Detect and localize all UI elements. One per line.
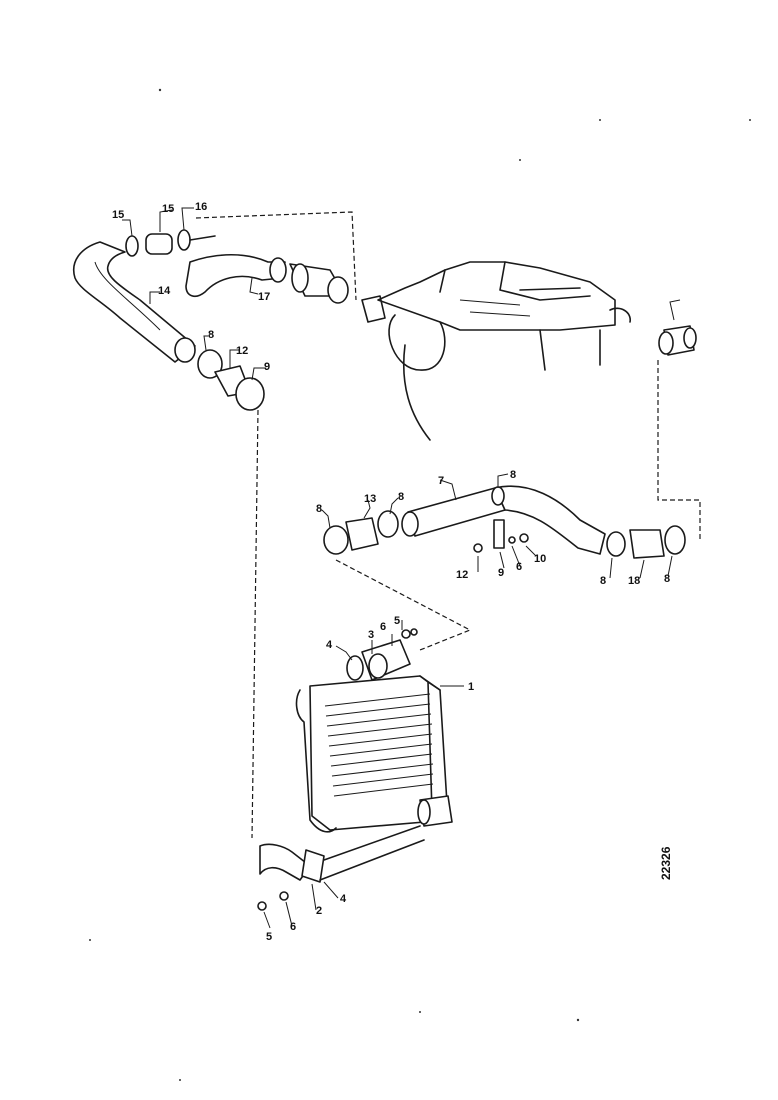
callout-17: 18 [628, 575, 640, 587]
callout-15: 16 [195, 201, 207, 213]
hose-16 [185, 254, 349, 304]
intercooler-1 [295, 675, 453, 833]
callout-4: 4 [340, 893, 347, 905]
scan-noise [89, 88, 751, 1081]
callout-8: 8 [600, 575, 606, 587]
callout-14: 15 [162, 203, 174, 215]
callout-6: 6 [290, 921, 296, 933]
callout-9: 9 [498, 567, 504, 579]
assembly-lines [195, 211, 701, 839]
callout-7: 7 [438, 475, 444, 487]
callout-6: 6 [380, 621, 386, 633]
callout-4: 4 [326, 639, 333, 651]
callout-6: 6 [516, 561, 522, 573]
callout-5: 5 [266, 931, 272, 943]
callout-9: 9 [264, 361, 270, 373]
callout-8: 8 [316, 503, 322, 515]
intercooler-upper-connector [346, 628, 418, 681]
callout-3: 3 [368, 629, 374, 641]
callouts: 15 15 16 14 17 8 12 9 8 7 8 13 8 12 9 6 … [112, 201, 670, 943]
callout-8: 8 [664, 573, 670, 585]
leader-lines [122, 207, 681, 929]
callout-12: 13 [364, 493, 376, 505]
callout-13: 14 [158, 285, 171, 297]
hose-joint-top [125, 229, 216, 257]
pipe-7 [401, 485, 606, 555]
callout-10: 10 [534, 553, 546, 565]
callout-8: 8 [208, 329, 214, 341]
callout-15: 15 [112, 209, 124, 221]
callout-12: 12 [236, 345, 248, 357]
callout-16: 17 [258, 291, 270, 303]
clamp-stack-right [606, 525, 686, 559]
drawing-reference-number: 22326 [659, 846, 673, 880]
intercooler-lower-connection [257, 825, 425, 911]
engine-turbo-assembly [361, 261, 631, 441]
clamp-stack-left [174, 337, 265, 411]
small-fasteners [473, 519, 529, 553]
callout-8: 8 [510, 469, 516, 481]
callout-8: 8 [398, 491, 404, 503]
part-18 [658, 325, 697, 356]
callout-11: 12 [456, 569, 468, 581]
callout-1: 1 [468, 681, 474, 693]
callout-2: 2 [316, 905, 322, 917]
callout-5: 5 [394, 615, 400, 627]
clamp-stack-middle [323, 510, 399, 555]
